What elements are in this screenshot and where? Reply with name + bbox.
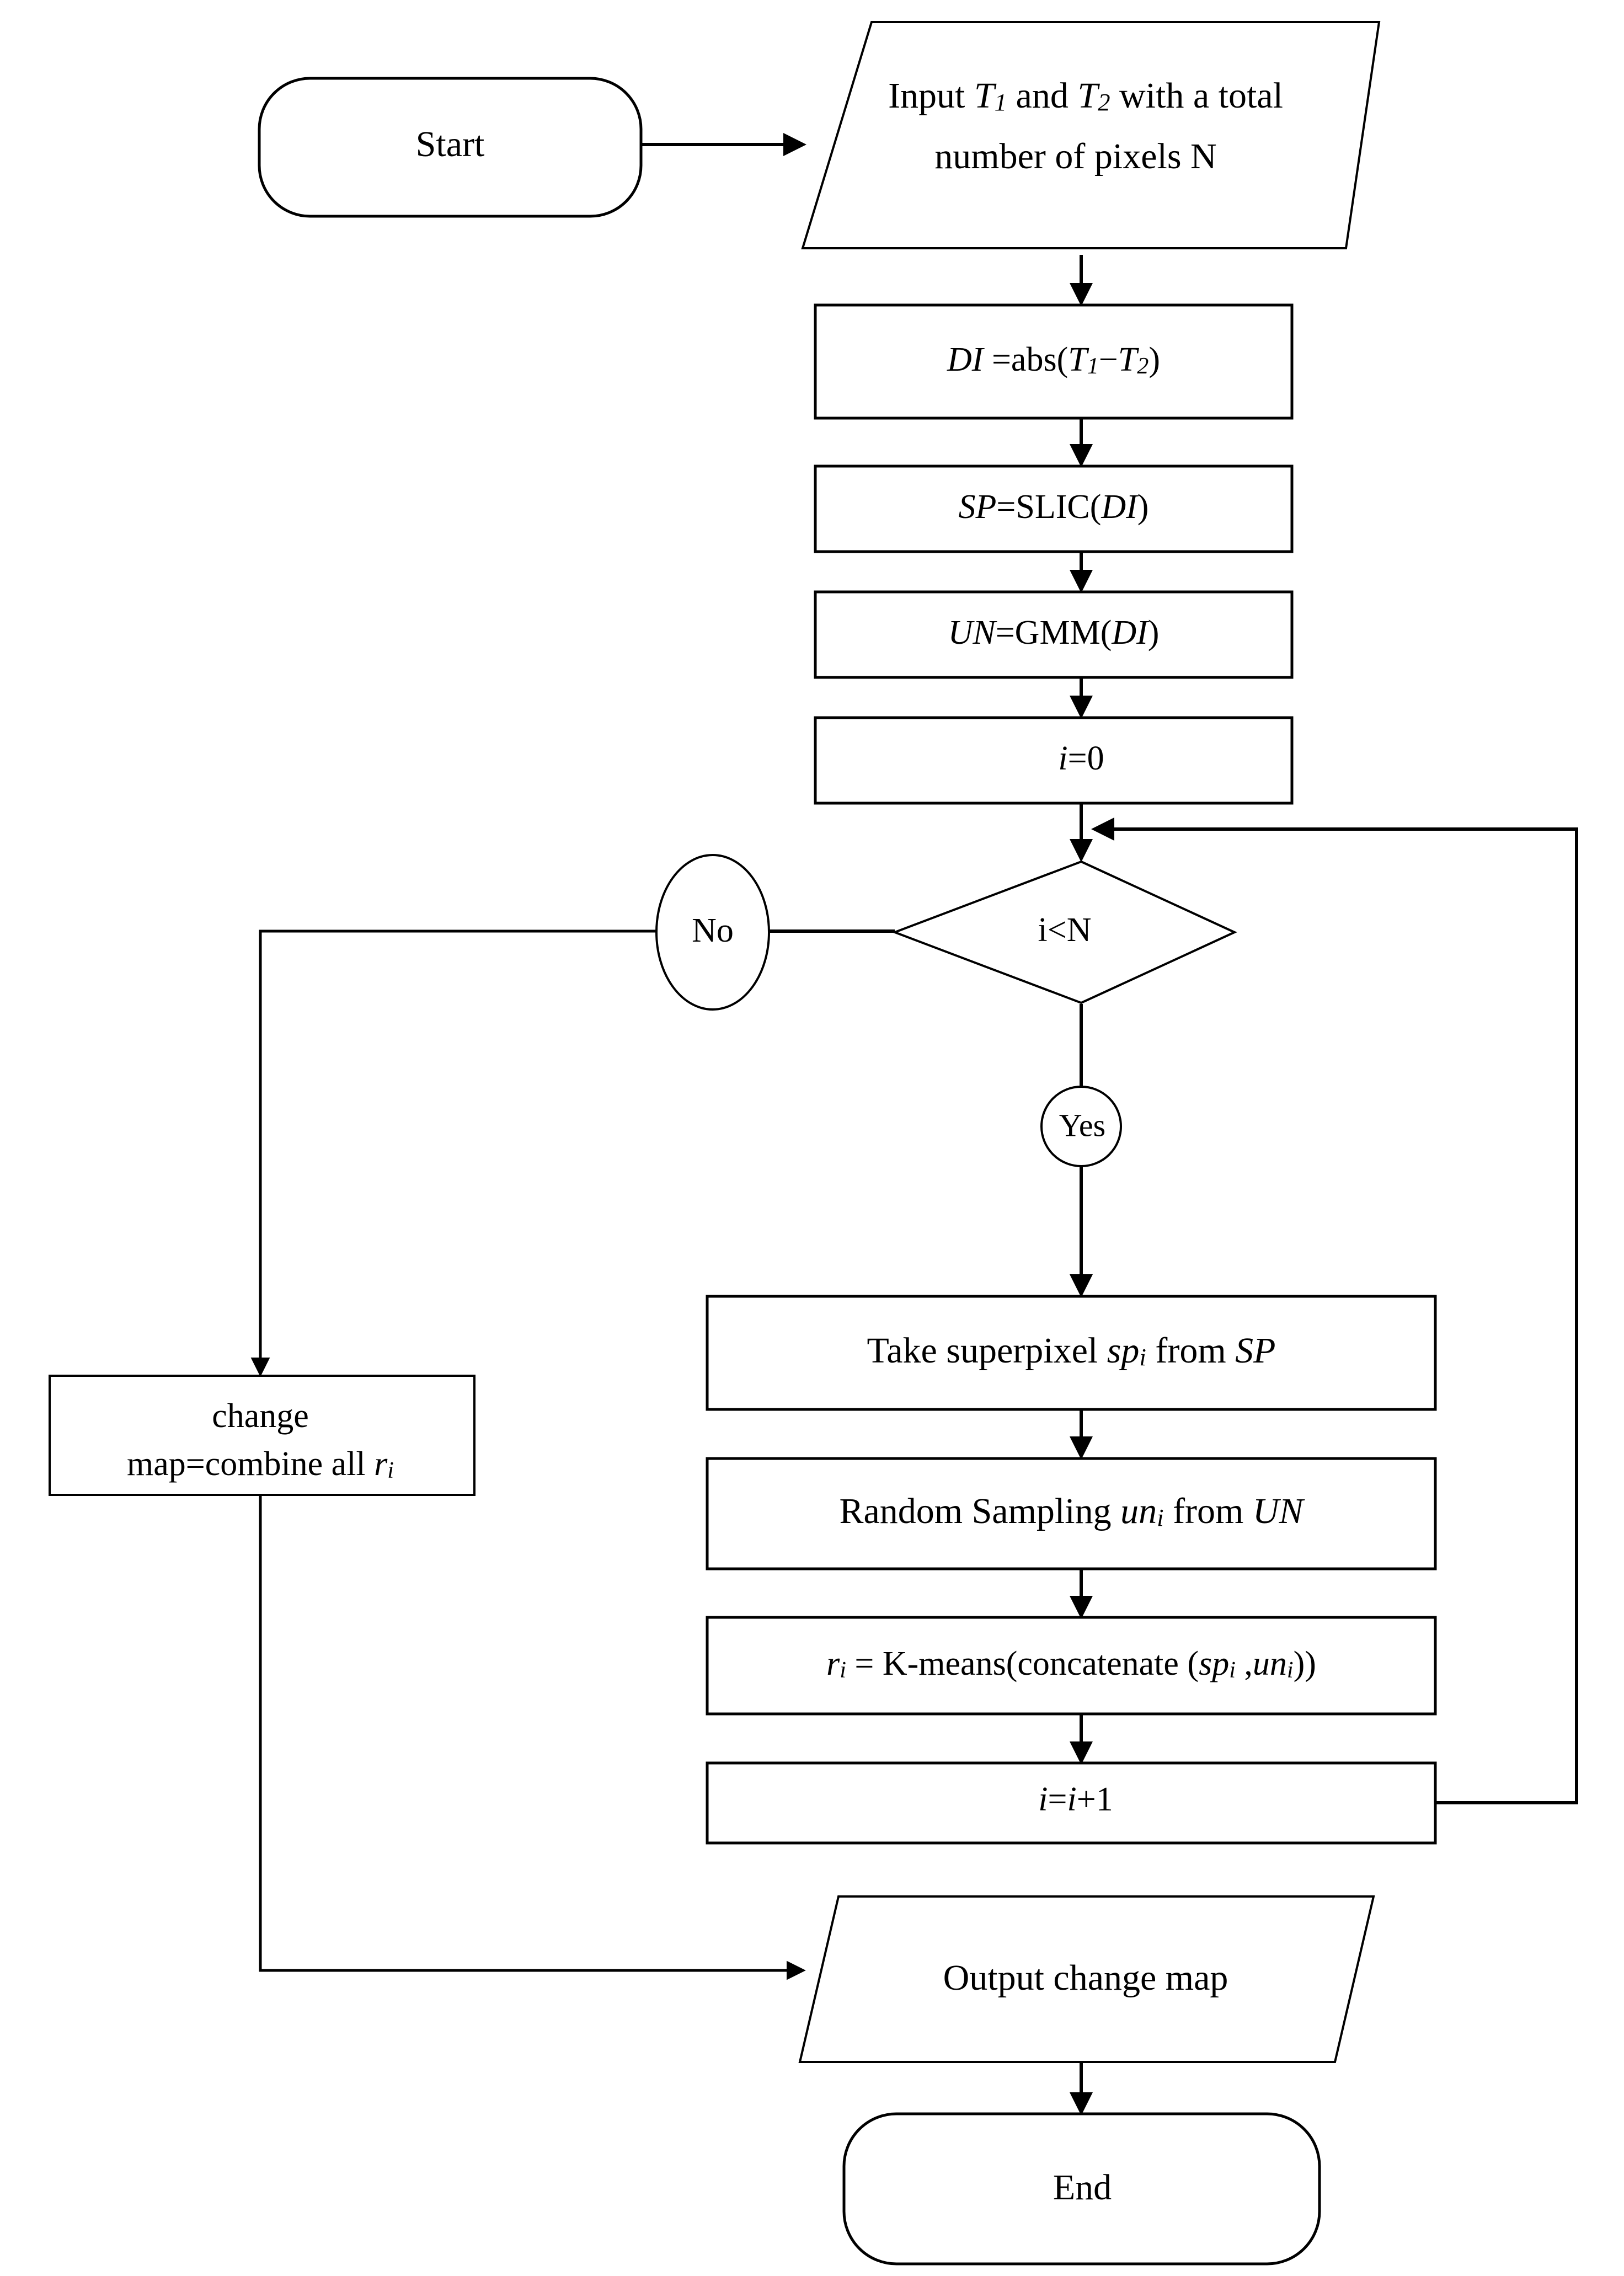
sp-label: SP=SLIC(DI) — [959, 488, 1149, 526]
decision-shape — [891, 860, 1237, 1005]
init-label: i=0 — [1058, 740, 1104, 777]
kmeans-shape — [706, 1616, 1437, 1716]
node-yes-branch[interactable]: Yes — [1040, 1086, 1122, 1167]
node-init[interactable]: i=0 — [814, 716, 1294, 805]
input-label-line1: Input T1 and T2 with a total — [888, 76, 1283, 116]
node-change-map[interactable]: change map=combine all ri — [49, 1375, 476, 1496]
yes-branch-label: Yes — [1059, 1107, 1105, 1143]
change-map-label-line1: change — [212, 1397, 309, 1435]
random-sampling-label: Random Sampling uni from UN — [839, 1491, 1305, 1531]
output-shape — [798, 1895, 1375, 2063]
yes-branch-shape — [1040, 1086, 1122, 1167]
di-label: DI =abs(T1−T2) — [947, 341, 1160, 379]
edge-increment-loopback — [1091, 818, 1578, 1804]
node-input[interactable]: Input T1 and T2 with a total number of p… — [801, 21, 1381, 249]
random-sampling-shape — [706, 1457, 1437, 1570]
start-label: Start — [416, 124, 485, 164]
decision-label: i<N — [1038, 911, 1092, 949]
node-un[interactable]: UN=GMM(DI) — [814, 590, 1294, 679]
change-map-shape — [49, 1375, 476, 1496]
node-start[interactable]: Start — [258, 77, 643, 218]
increment-label: i=i+1 — [1038, 1781, 1113, 1818]
node-no-branch[interactable]: No — [655, 854, 770, 1011]
node-sp[interactable]: SP=SLIC(DI) — [814, 464, 1294, 553]
end-label: End — [1053, 2167, 1112, 2208]
node-kmeans[interactable]: ri = K-means(concatenate (spi ,uni)) — [706, 1616, 1437, 1716]
output-label: Output change map — [943, 1958, 1228, 1998]
un-shape — [814, 590, 1294, 679]
input-label-line2: number of pixels N — [934, 136, 1216, 177]
un-label: UN=GMM(DI) — [948, 614, 1160, 651]
init-shape — [814, 716, 1294, 805]
edge-changemap-to-output — [259, 1495, 806, 1980]
increment-shape — [706, 1761, 1437, 1845]
di-shape — [814, 303, 1294, 420]
node-decision[interactable]: i<N — [891, 860, 1237, 1005]
kmeans-label: ri = K-means(concatenate (spi ,uni)) — [826, 1645, 1316, 1683]
end-shape — [842, 2112, 1321, 2266]
node-take-superpixel[interactable]: Take superpixel spi from SP — [706, 1295, 1437, 1411]
node-random-sampling[interactable]: Random Sampling uni from UN — [706, 1457, 1437, 1570]
node-end[interactable]: End — [842, 2112, 1321, 2266]
take-superpixel-shape — [706, 1295, 1437, 1411]
node-increment[interactable]: i=i+1 — [706, 1761, 1437, 1845]
input-shape — [801, 21, 1381, 249]
no-branch-label: No — [692, 912, 734, 949]
node-di[interactable]: DI =abs(T1−T2) — [814, 303, 1294, 420]
edge-no-to-changemap — [250, 929, 656, 1377]
sp-shape — [814, 464, 1294, 553]
no-branch-shape — [655, 854, 770, 1011]
start-shape — [258, 77, 643, 218]
node-output[interactable]: Output change map — [798, 1895, 1375, 2063]
change-map-label-line2: map=combine all ri — [127, 1445, 394, 1483]
take-superpixel-label: Take superpixel spi from SP — [867, 1331, 1275, 1371]
